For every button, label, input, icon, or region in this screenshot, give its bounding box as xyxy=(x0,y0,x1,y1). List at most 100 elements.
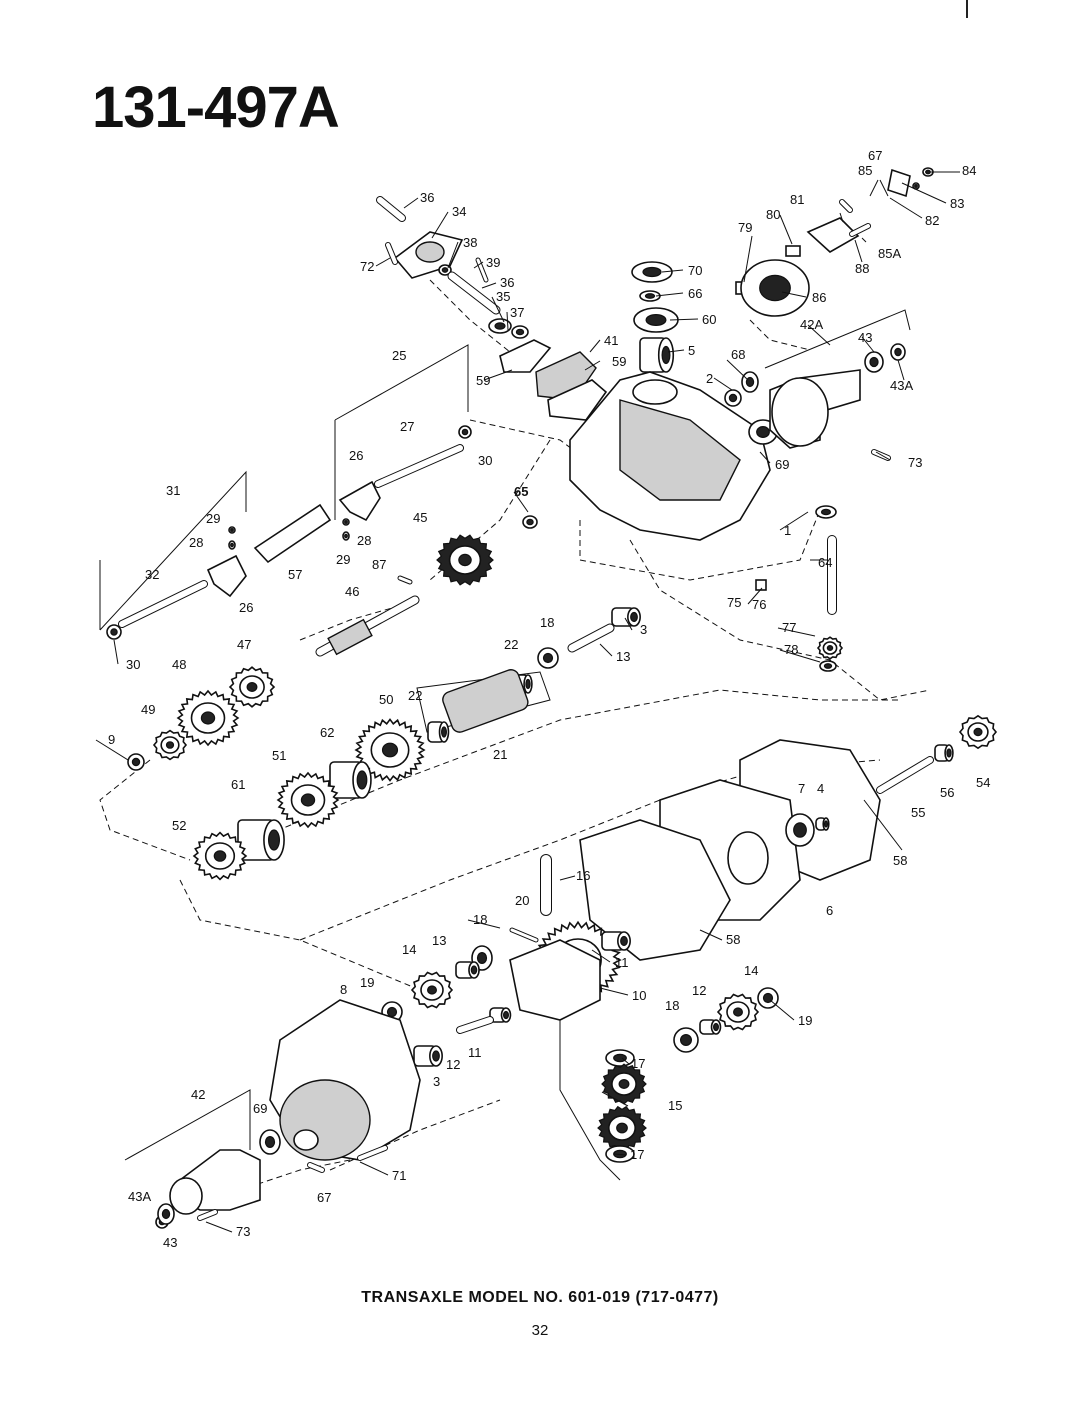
bushing-43-left-hole xyxy=(161,1208,171,1220)
part-label: 14 xyxy=(744,963,758,978)
part-label: 69 xyxy=(253,1101,267,1116)
leader-line xyxy=(769,999,795,1021)
part-label: 67 xyxy=(868,148,882,163)
washer-65 xyxy=(522,515,538,529)
bushing-7-hole xyxy=(793,822,807,838)
part-label: 57 xyxy=(288,567,302,582)
spline-46 xyxy=(327,618,373,656)
part-label: 54 xyxy=(976,775,990,790)
assembly-bracket xyxy=(99,470,247,631)
gear-49 xyxy=(152,729,188,761)
leader-line xyxy=(359,1161,389,1176)
case-dome xyxy=(279,1079,371,1161)
leader-line xyxy=(875,451,891,461)
washer-18-lower-hole xyxy=(476,951,488,964)
washer-65-hole xyxy=(526,518,534,526)
bushing-22-bore xyxy=(441,726,448,738)
bevel-gear-14-right-bore xyxy=(732,1007,743,1017)
leader-line xyxy=(861,237,867,243)
seal-69-lower xyxy=(259,1129,281,1155)
part-label: 65 xyxy=(514,484,528,499)
leader-line xyxy=(591,949,611,963)
bevel-gear-45 xyxy=(436,534,494,586)
part-label: 88 xyxy=(855,261,869,276)
pin-4-bore xyxy=(823,820,829,828)
leader-line xyxy=(897,359,905,381)
assembly-bracket xyxy=(124,1089,251,1161)
dashed-guide xyxy=(99,759,191,861)
seal-70-hole xyxy=(642,266,662,278)
part-label: 18 xyxy=(665,998,679,1013)
part-label: 18 xyxy=(540,615,554,630)
bushing-3-lower-bore xyxy=(432,1050,440,1062)
leader-line xyxy=(599,987,629,996)
leader-line xyxy=(481,282,497,289)
gear-48 xyxy=(176,689,240,747)
spacer-62-bore xyxy=(356,770,368,790)
part-label: 85A xyxy=(878,246,901,261)
caliper-81 xyxy=(806,217,860,253)
part-label: 81 xyxy=(790,192,804,207)
part-label: 58 xyxy=(726,932,740,947)
part-label: 17 xyxy=(630,1147,644,1162)
parts-group xyxy=(106,167,998,1229)
pinion-77-bore xyxy=(826,644,834,651)
leader-line xyxy=(506,311,509,331)
part-label: 72 xyxy=(360,259,374,274)
case-bore xyxy=(632,379,678,405)
washer-18-right-hole xyxy=(679,1033,692,1046)
leader-line xyxy=(699,929,723,941)
washer-18-hole xyxy=(542,652,554,664)
spring-28b-hole xyxy=(344,533,348,539)
part-label: 35 xyxy=(496,289,510,304)
bearing-60-hole xyxy=(645,314,667,327)
part-label: 61 xyxy=(231,777,245,792)
bushing-3 xyxy=(611,607,641,627)
part-label: 46 xyxy=(345,584,359,599)
part-label: 43 xyxy=(163,1235,177,1250)
part-label: 50 xyxy=(379,692,393,707)
ring-30-top xyxy=(458,425,472,439)
leader-line xyxy=(483,369,513,381)
bushing-11-lower xyxy=(489,1007,512,1023)
spacer-61-bore xyxy=(268,829,281,851)
dashed-guide xyxy=(179,879,421,991)
part-label: 56 xyxy=(940,785,954,800)
part-label: 82 xyxy=(925,213,939,228)
leader-line xyxy=(95,739,129,761)
part-label: 79 xyxy=(738,220,752,235)
bushing-3-bore xyxy=(630,611,638,623)
leader-line xyxy=(889,197,923,219)
part-label: 43 xyxy=(858,330,872,345)
part-label: 70 xyxy=(688,263,702,278)
part-label: 28 xyxy=(357,533,371,548)
leader-line xyxy=(467,919,501,929)
case-dome-bore xyxy=(293,1129,319,1151)
gear-47 xyxy=(228,666,276,708)
brake-disc-86-hole xyxy=(759,274,791,302)
shaft-12-left xyxy=(457,1017,493,1033)
part-label: 43A xyxy=(128,1189,151,1204)
bearing-2 xyxy=(724,389,742,407)
seal-70 xyxy=(631,261,673,283)
bushing-56 xyxy=(934,744,954,762)
part-label: 47 xyxy=(237,637,251,652)
bushing-75 xyxy=(755,579,767,591)
part-label: 1 xyxy=(784,523,791,538)
part-label: 84 xyxy=(962,163,976,178)
part-label: 38 xyxy=(463,235,477,250)
part-label: 59 xyxy=(476,373,490,388)
bevel-gear-45-bore xyxy=(458,553,472,567)
leader-line xyxy=(747,587,763,605)
spacer-61 xyxy=(237,819,285,861)
bushing-11-bore xyxy=(620,935,628,947)
leader-line xyxy=(759,451,771,464)
leader-line xyxy=(113,639,119,665)
shift-fork-26 xyxy=(338,480,381,522)
leader-line xyxy=(621,1057,630,1065)
leader-line xyxy=(869,179,879,197)
bushing-56-bore xyxy=(946,748,952,758)
part-label: 68 xyxy=(731,347,745,362)
part-label: 19 xyxy=(798,1013,812,1028)
